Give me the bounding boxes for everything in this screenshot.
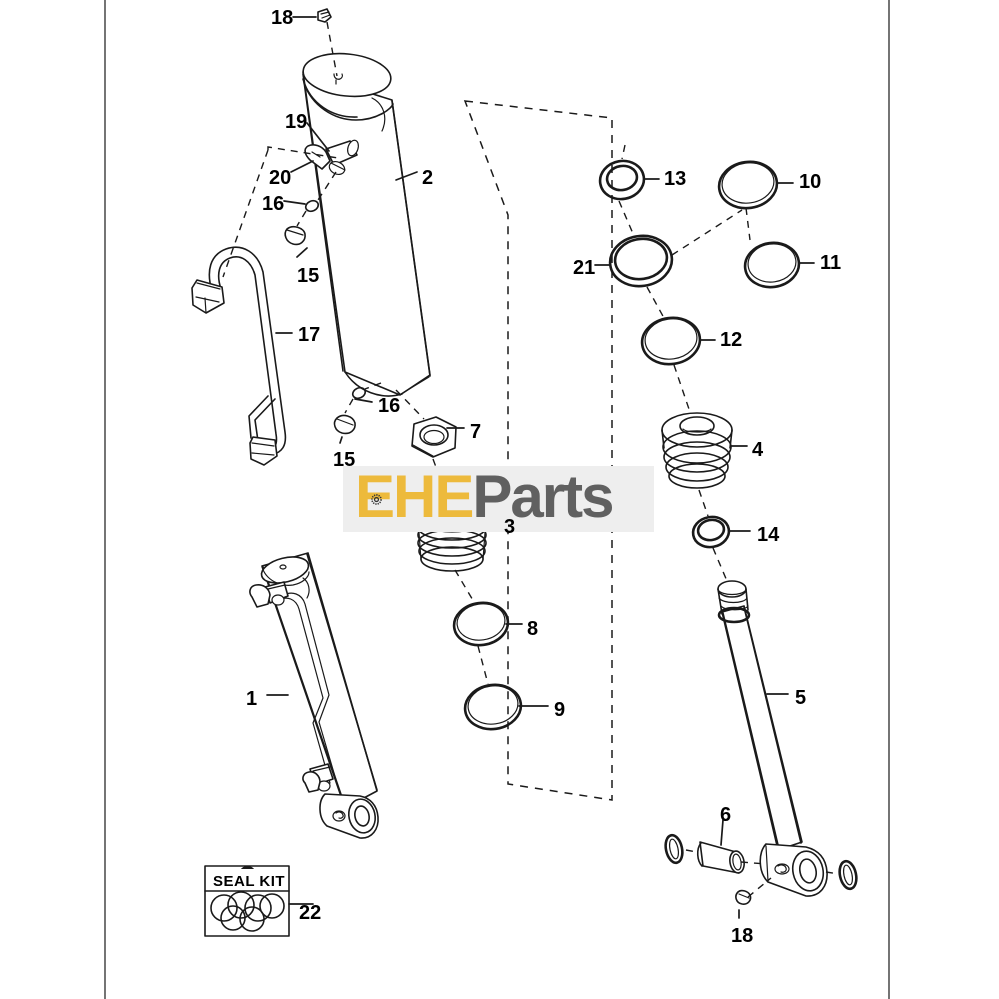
callout-o-ring-11: 11 [820, 252, 842, 274]
callout-grease-fitting-bottom: 18 [731, 925, 754, 947]
cylinder-barrel-part2 [302, 52, 431, 397]
callout-elbow-fitting: 20 [269, 167, 292, 189]
hex-nut-part7 [411, 416, 457, 458]
callout-cylinder-assembly: 1 [246, 688, 258, 710]
plug-15-lower [333, 414, 356, 435]
callout-port-fitting: 19 [285, 111, 308, 133]
seal-kit-box [204, 865, 290, 937]
oring-16-upper [304, 199, 320, 213]
page-frame [104, 0, 890, 999]
callout-o-ring-9: 9 [554, 699, 566, 721]
callout-o-ring-small-lower: 16 [378, 395, 401, 417]
watermark-suffix: Parts [472, 466, 614, 530]
oring-part13 [598, 159, 646, 201]
oring-part8 [452, 601, 510, 647]
piston-rod-part5 [664, 580, 858, 897]
bushing-part6 [696, 841, 745, 874]
oring-part10 [717, 160, 779, 210]
callout-o-ring-21: 21 [573, 257, 596, 279]
watermark: EHEParts [343, 466, 654, 532]
hydraulic-tube-part17 [191, 246, 287, 466]
callout-bushing: 6 [720, 804, 732, 826]
callout-piston-rod: 5 [795, 687, 807, 709]
gland-assembly-part4 [661, 412, 733, 489]
fitting-19-20 [304, 139, 359, 176]
callout-o-ring-8: 8 [527, 618, 539, 640]
callout-cylinder-barrel: 2 [422, 167, 434, 189]
callout-hex-nut: 7 [470, 421, 482, 443]
callout-hydraulic-tube: 17 [298, 324, 321, 346]
oring-part12 [640, 316, 702, 366]
gear-icon [371, 494, 382, 505]
grease-fitting-bottom-part18 [735, 889, 752, 905]
oring-part11 [743, 241, 801, 289]
callout-o-ring-14: 14 [757, 524, 780, 546]
callout-o-ring-12: 12 [720, 329, 743, 351]
assembly-axis-dashed [222, 21, 840, 898]
callout-grease-fitting-top: 18 [271, 7, 294, 29]
callout-plug-upper: 15 [297, 265, 320, 287]
callout-o-ring-13: 13 [664, 168, 687, 190]
callout-piston: 3 [504, 516, 516, 538]
seal-kit-box-label: SEAL KIT [213, 873, 286, 890]
oring-part9 [463, 683, 523, 731]
plug-15-upper [284, 226, 306, 246]
cylinder-assembly-part1 [249, 552, 379, 839]
grease-fitting-top-part18 [317, 8, 332, 23]
callout-o-ring-10: 10 [799, 171, 822, 193]
callout-o-ring-small-upper: 16 [262, 193, 285, 215]
callout-gland-assembly: 4 [752, 439, 764, 461]
seal-kit-group-boundary [463, 100, 613, 801]
oring-part21 [608, 234, 674, 288]
oring-part14 [691, 515, 731, 549]
callout-plug-lower: 15 [333, 449, 356, 471]
callout-seal-kit: 22 [299, 902, 322, 924]
oring-16-lower [351, 386, 367, 400]
